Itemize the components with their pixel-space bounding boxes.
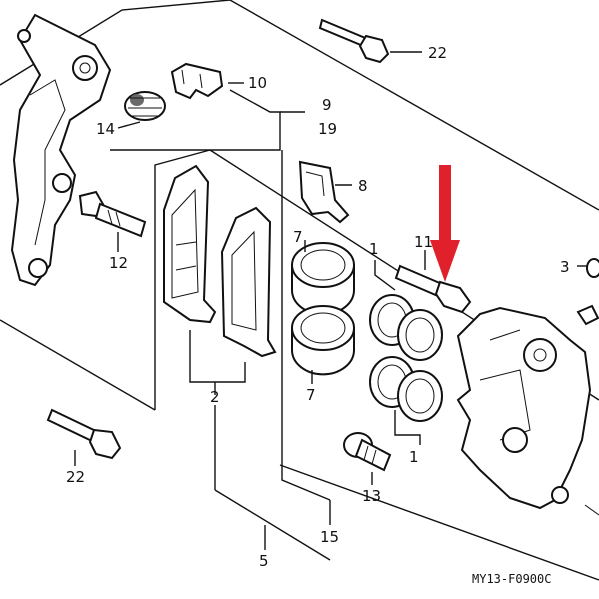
callout-bracket-9-19 [110, 89, 305, 151]
pad-spring-8 [298, 160, 352, 224]
label-8: 8 [358, 177, 368, 195]
brake-pad-inner [220, 206, 277, 358]
label-10: 10 [248, 74, 267, 92]
label-3: 3 [560, 258, 570, 276]
piston-upper [291, 240, 355, 316]
bolt-22-bottom [46, 408, 122, 466]
piston-seals [369, 260, 443, 445]
label-22-bottom: 22 [66, 468, 85, 486]
label-22-top: 22 [428, 44, 447, 62]
label-19: 19 [318, 120, 337, 138]
label-13: 13 [362, 487, 381, 505]
label-7-top: 7 [293, 228, 303, 246]
slide-pin-11 [394, 250, 472, 314]
part-3-bleed-cap [576, 258, 599, 516]
label-9: 9 [322, 96, 332, 114]
piston-lower [291, 305, 355, 384]
label-11: 11 [414, 233, 433, 251]
caliper-body [456, 306, 592, 510]
label-14: 14 [96, 120, 115, 138]
label-12: 12 [109, 254, 128, 272]
bolt-22-top [318, 18, 422, 64]
label-5: 5 [259, 552, 269, 570]
brake-pad-outer [163, 164, 217, 324]
label-15: 15 [320, 528, 339, 546]
banjo-bolt-13 [343, 432, 392, 485]
callout-bracket-2 [189, 330, 246, 490]
callout-bracket-15-5 [214, 150, 331, 561]
label-7-bottom: 7 [306, 386, 316, 404]
diagram-code: MY13-F0900C [472, 572, 551, 586]
pad-clip-10 [170, 62, 244, 100]
label-1-bottom: 1 [409, 448, 419, 466]
pin-bolt-12 [78, 190, 147, 252]
label-1-top: 1 [369, 240, 379, 258]
caliper-bracket [10, 13, 112, 287]
grommet-14 [117, 91, 166, 129]
label-2: 2 [210, 388, 220, 406]
red-arrow-indicator [430, 165, 460, 282]
